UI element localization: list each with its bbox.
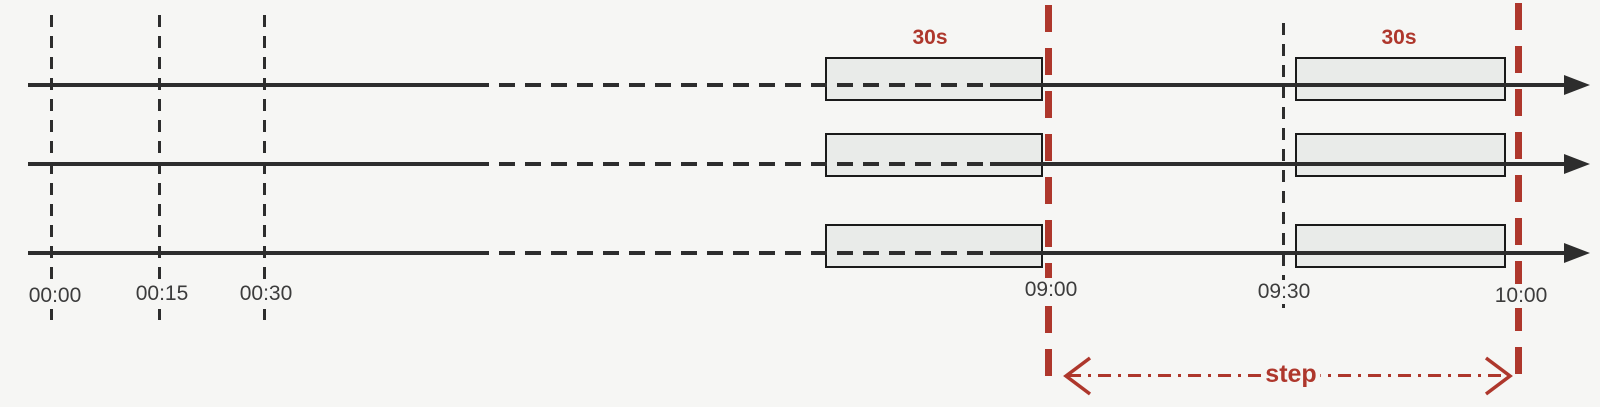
tick-label-10-00: 10:00 (1489, 284, 1553, 309)
window-box (825, 133, 1043, 177)
window-box (825, 57, 1043, 101)
timeline-dashed-segment (473, 162, 990, 166)
timeline-solid-segment (28, 83, 473, 87)
step-arrow-heads (1063, 356, 1513, 396)
tick-label-09-30: 09:30 (1252, 280, 1316, 305)
arrow-left-icon (1063, 356, 1092, 396)
gridline-00-15 (158, 15, 161, 320)
window-box (1295, 57, 1506, 101)
arrow-right-icon (1564, 154, 1590, 174)
timeline-solid-segment (990, 251, 1566, 255)
tick-label-00-15: 00:15 (130, 282, 194, 307)
window-box (1295, 133, 1506, 177)
timeline-dashed-segment (473, 83, 990, 87)
boundary-line-09-00 (1045, 5, 1052, 382)
gridline-00-00 (50, 15, 53, 320)
window-duration-label: 30s (912, 26, 948, 49)
tick-label-00-00: 00:00 (23, 284, 87, 309)
timeline-solid-segment (990, 162, 1566, 166)
boundary-line-10-00 (1515, 3, 1522, 382)
tick-label-09-00: 09:00 (1019, 278, 1083, 303)
gridline-09-30 (1282, 23, 1285, 310)
gridline-00-30 (263, 15, 266, 320)
step-label: step (1261, 360, 1321, 389)
tick-label-00-30: 00:30 (234, 282, 298, 307)
window-box (825, 224, 1043, 268)
arrow-right-icon (1564, 243, 1590, 263)
timeline-dashed-segment (473, 251, 990, 255)
arrow-right-icon (1564, 75, 1590, 95)
timeline-solid-segment (28, 251, 473, 255)
arrow-right-icon (1484, 356, 1513, 396)
window-duration-label: 30s (1381, 26, 1417, 49)
window-box (1295, 224, 1506, 268)
timeline-solid-segment (990, 83, 1566, 87)
timeline-solid-segment (28, 162, 473, 166)
